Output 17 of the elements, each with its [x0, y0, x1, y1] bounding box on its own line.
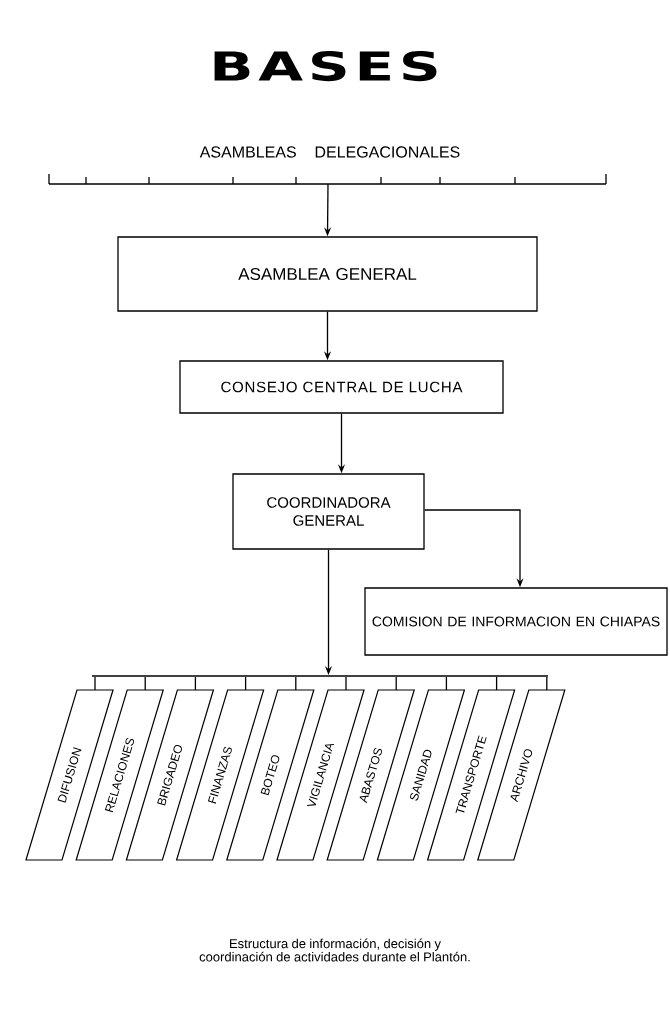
process-box: ASAMBLEA GENERAL	[117, 236, 538, 312]
process-box: COMISION DE INFORMACION EN CHIAPAS	[364, 587, 668, 656]
caption: Estructura de información, decisión y coordinación de actividades durante el Plantón.	[199, 938, 470, 962]
title: BASES	[214, 50, 437, 82]
tick-bar: ASAMBLEAS DELEGACIONALES	[48, 146, 607, 185]
connector-line	[345, 676, 347, 691]
process-box: CONSEJO CENTRAL DE LUCHA	[179, 360, 504, 414]
connector-line	[395, 676, 397, 691]
connector-line	[194, 676, 197, 691]
process-box: COORDINADORA GENERAL	[232, 473, 425, 550]
connector-line	[295, 676, 297, 691]
connector-line	[244, 676, 247, 691]
connector-line	[94, 676, 96, 691]
connector-line	[546, 676, 548, 691]
connector-line	[144, 676, 146, 691]
connector-line	[445, 676, 448, 691]
connector-line	[495, 676, 498, 691]
